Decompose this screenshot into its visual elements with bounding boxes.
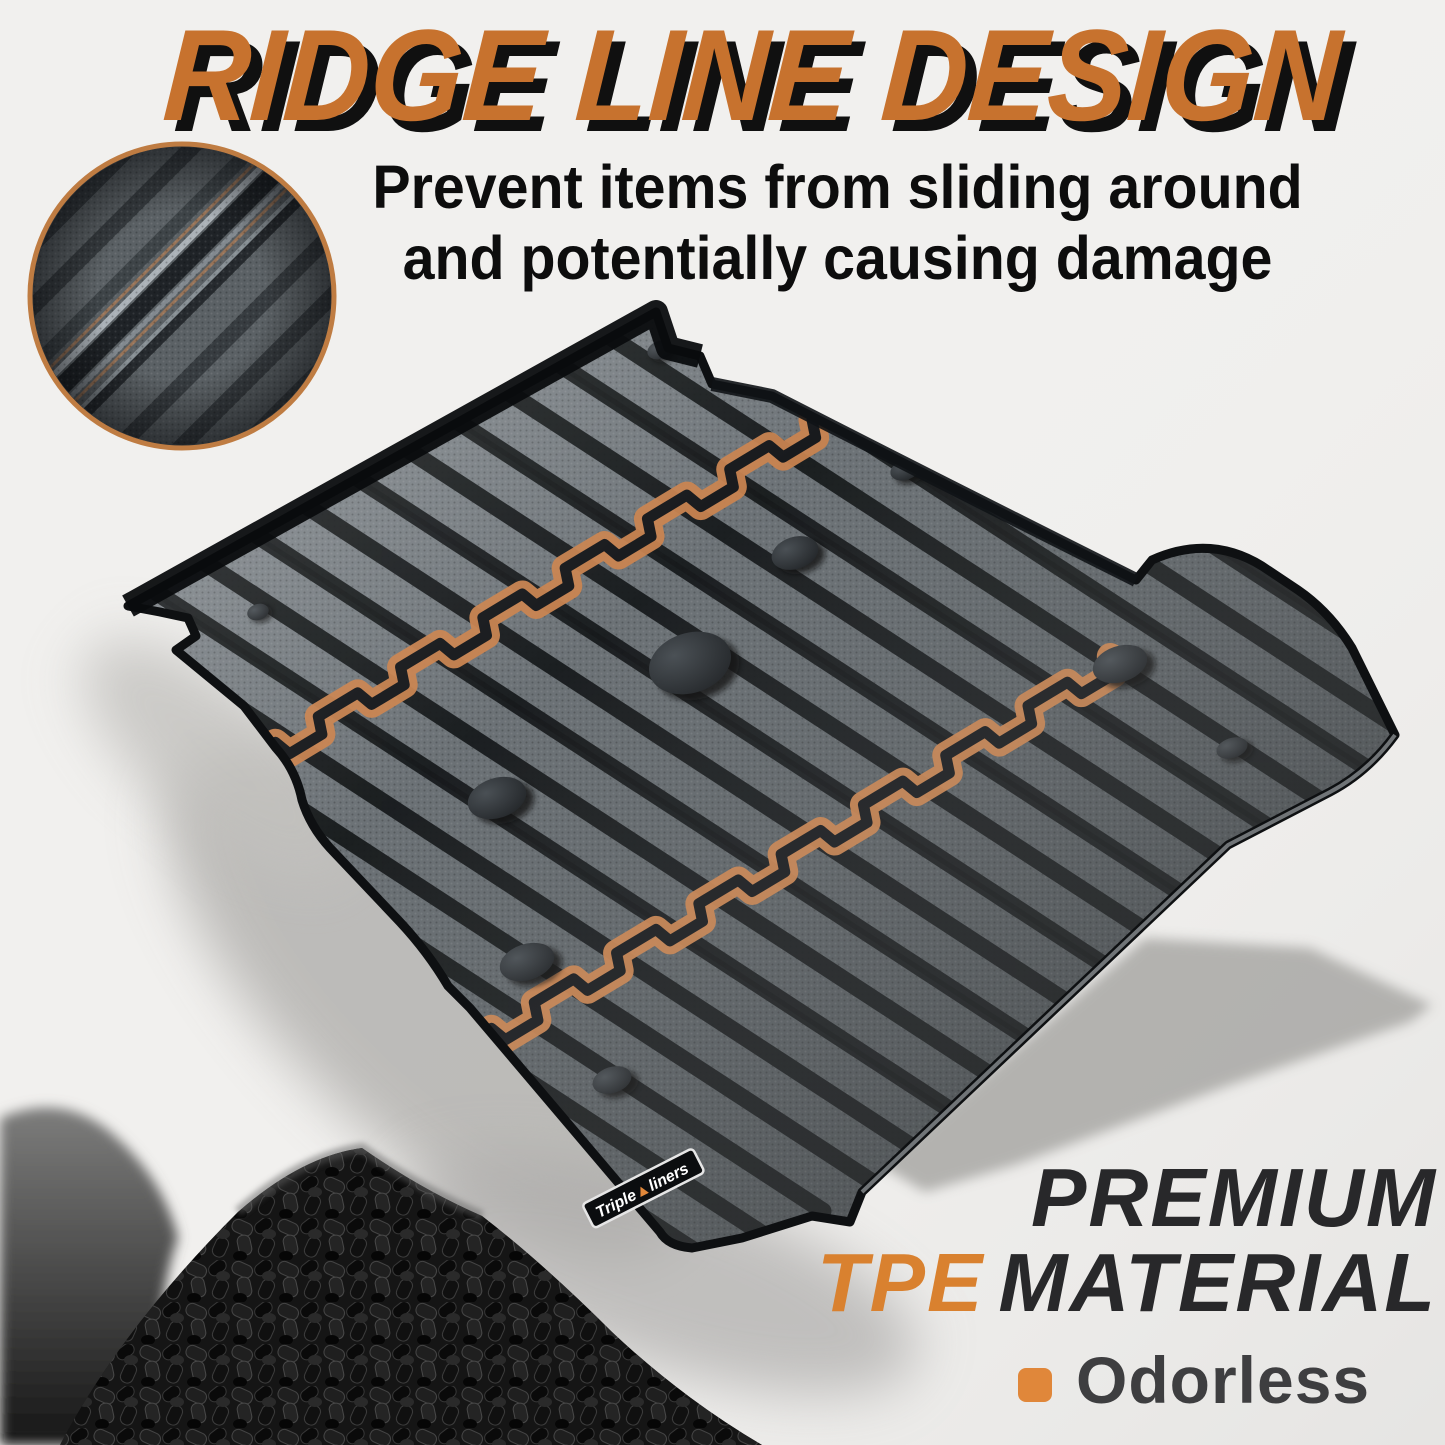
mat-front-wall bbox=[122, 300, 703, 617]
mat-edge-highlight bbox=[860, 733, 1397, 1194]
material-claim-line-1: PREMIUM bbox=[1031, 1151, 1437, 1244]
subtitle-line-1: Prevent items from sliding around bbox=[372, 153, 1303, 221]
brand-label-text: Triple▲liners bbox=[593, 1160, 692, 1221]
feature-row: Odorless bbox=[1018, 1342, 1370, 1418]
headline-subtitle: Prevent items from sliding around and po… bbox=[285, 152, 1390, 295]
texture-magnifier-inset bbox=[27, 141, 337, 451]
mat-side-wall bbox=[710, 377, 1140, 587]
feature-bullet-icon bbox=[1018, 1368, 1052, 1402]
headline-title: RIDGE LINE DESIGN bbox=[159, 2, 1346, 148]
mat-shadow bbox=[82, 638, 1432, 1395]
material-label: MATERIAL bbox=[998, 1235, 1437, 1329]
tpe-pellet-pile bbox=[0, 1107, 762, 1445]
brand-label: Triple▲liners bbox=[582, 1148, 705, 1229]
pellet-pile-highlight bbox=[234, 1142, 484, 1221]
subtitle-line-2: and potentially causing damage bbox=[402, 224, 1273, 293]
feature-label: Odorless bbox=[1076, 1343, 1371, 1417]
tpe-label: TPE bbox=[816, 1235, 985, 1329]
